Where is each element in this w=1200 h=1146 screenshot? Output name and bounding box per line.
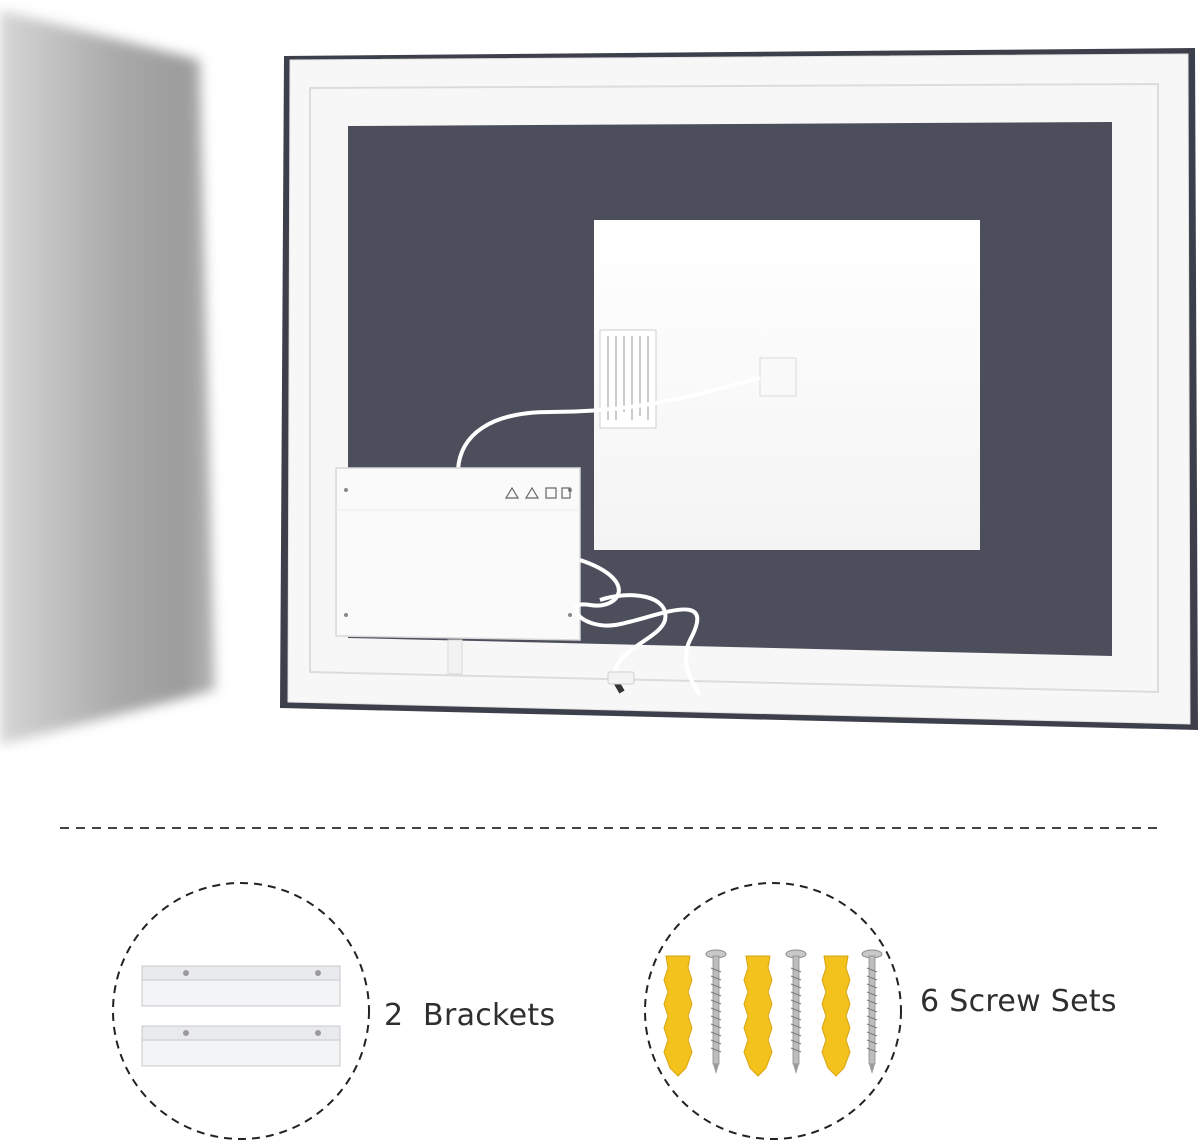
screw-1 <box>705 949 727 1075</box>
power-plug <box>607 671 635 685</box>
brackets-circle <box>112 882 370 1140</box>
spec-sticker <box>599 329 657 429</box>
sensor-block <box>759 357 797 397</box>
brackets-label: 2 Brackets <box>384 998 556 1033</box>
screw-2 <box>785 949 807 1075</box>
screw-3 <box>861 949 883 1075</box>
screws-circle <box>644 882 902 1140</box>
bracket-bottom <box>141 1025 341 1067</box>
control-box <box>335 467 581 641</box>
dashed-divider <box>60 827 1160 829</box>
anchor-3 <box>821 955 851 1077</box>
wall-shadow <box>0 10 215 745</box>
anchor-2 <box>743 955 773 1077</box>
anchor-1 <box>663 955 693 1077</box>
bracket-top <box>141 965 341 1007</box>
screws-label: 6 Screw Sets <box>920 984 1117 1019</box>
mirror-back <box>280 48 1198 730</box>
